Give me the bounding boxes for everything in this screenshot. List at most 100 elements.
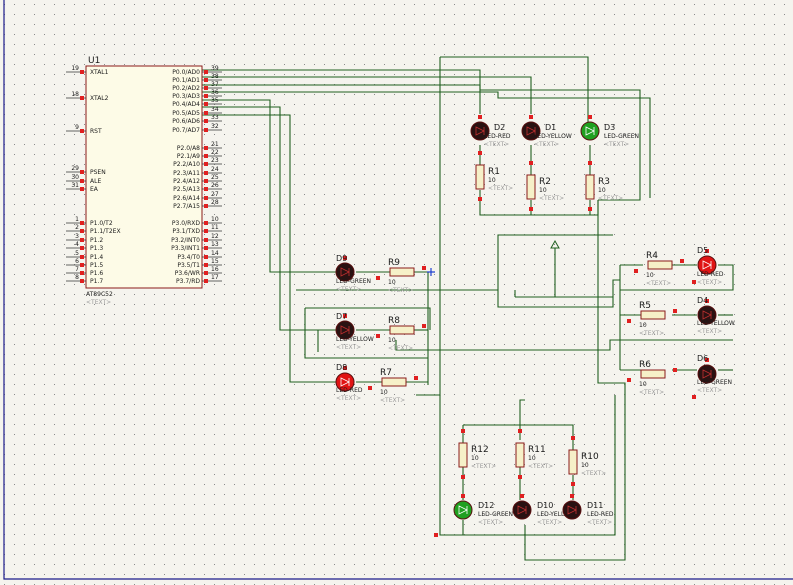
led-pin-marker xyxy=(461,494,465,498)
led-pin-marker xyxy=(343,366,347,370)
mcu-right-pin-number: 15 xyxy=(211,258,219,265)
mcu-left-pin-marker xyxy=(80,70,84,74)
diode-symbol-icon xyxy=(458,505,468,515)
mcu-left-pin-name: EA xyxy=(90,186,99,193)
mcu-right-pin-marker xyxy=(204,221,208,225)
mcu-right-pin-marker xyxy=(204,204,208,208)
wire-7 xyxy=(202,114,338,383)
led-pin-marker xyxy=(520,494,524,498)
resistor-value-label: 10 xyxy=(646,272,654,279)
mcu-right-pin-number: 25 xyxy=(211,174,219,181)
wire-49 xyxy=(519,399,525,425)
resistor-body xyxy=(515,442,525,468)
mcu-right-pin-name: P0.5/AD5 xyxy=(172,110,200,117)
resistor-pin-marker xyxy=(518,429,522,433)
components: D2LED-RED<TEXT>D1LED-YELLOW<TEXT>D3LED-G… xyxy=(335,115,735,537)
mcu-left-pin-marker xyxy=(80,129,84,133)
resistor-value-label: 10 xyxy=(639,322,647,329)
led-ref-label: D1 xyxy=(545,123,556,132)
diode-symbol-icon xyxy=(585,126,595,136)
resistor-ref-label: R7 xyxy=(380,368,392,378)
mcu-left-pin-name: P1.4 xyxy=(90,254,103,261)
resistor-ref-label: R6 xyxy=(639,360,651,370)
mcu-left-pin-name: P1.3 xyxy=(90,245,103,252)
mcu-right-pin-marker xyxy=(204,187,208,191)
led-body-icon xyxy=(453,500,473,520)
led-part-label: LED-YELLOW xyxy=(336,336,374,343)
led-body-icon xyxy=(697,364,717,384)
resistor-text-label: <TEXT> xyxy=(639,389,664,396)
diode-symbol-icon xyxy=(702,260,712,270)
mcu-right-pin-marker xyxy=(204,86,208,90)
led-body-icon xyxy=(512,500,532,520)
resistor-pin-marker xyxy=(376,334,380,338)
mcu-right-pin-name: P0.4/AD4 xyxy=(172,101,200,108)
mcu-right-pin-number: 28 xyxy=(211,199,219,206)
mcu-left-pin-name: PSEN xyxy=(90,169,106,176)
resistor-body xyxy=(458,442,468,468)
resistor-pin-marker xyxy=(518,475,522,479)
resistor-text-label: <TEXT> xyxy=(471,463,496,470)
junction-marker xyxy=(434,533,438,537)
led-text-label: <TEXT> xyxy=(336,344,361,351)
mcu-left-pin-marker xyxy=(80,221,84,225)
led-text-label: <TEXT> xyxy=(697,279,722,286)
mcu-right-pin-number: 23 xyxy=(211,157,219,164)
mcu-left-pin-number: 9 xyxy=(75,124,79,131)
resistor-ref-label: R5 xyxy=(639,301,651,311)
led-part-label: LED-GREEN xyxy=(478,511,513,518)
resistor-pin-marker xyxy=(588,207,592,211)
wire-22 xyxy=(305,307,431,330)
led-ref-label: D5 xyxy=(697,246,708,255)
led-body-icon xyxy=(335,320,355,340)
led-ref-label: D4 xyxy=(697,296,708,305)
mcu-right-pin-marker xyxy=(204,196,208,200)
resistor-pin-marker xyxy=(529,161,533,165)
mcu-u1[interactable]: U1AT89C52<TEXT>19XTAL118XTAL29RST29PSEN3… xyxy=(66,56,222,306)
mcu-left-pin-number: 31 xyxy=(71,182,79,189)
resistor-ref-label: R4 xyxy=(646,251,658,261)
mcu-right-pin-number: 33 xyxy=(211,114,219,121)
power-terminal-icon[interactable] xyxy=(550,239,560,249)
mcu-right-pin-number: 26 xyxy=(211,182,219,189)
resistor-text-label: <TEXT> xyxy=(380,397,405,404)
resistor-value-label: 10 xyxy=(539,187,547,194)
resistor-pin-marker xyxy=(376,276,380,280)
mcu-left-pin-name: RST xyxy=(90,128,102,135)
resistor-body xyxy=(381,377,407,387)
mcu-right-pin-number: 11 xyxy=(211,224,219,231)
resistor-text-label: <TEXT> xyxy=(528,463,553,470)
mcu-right-pin-marker xyxy=(204,94,208,98)
mcu-left-pin-marker xyxy=(80,238,84,242)
resistor-value-label: 10 xyxy=(488,177,496,184)
led-body-icon xyxy=(562,500,582,520)
resistor-pin-marker xyxy=(634,269,638,273)
wire-41 xyxy=(524,200,626,561)
led-part-label: LED-YELLOW xyxy=(534,133,572,140)
